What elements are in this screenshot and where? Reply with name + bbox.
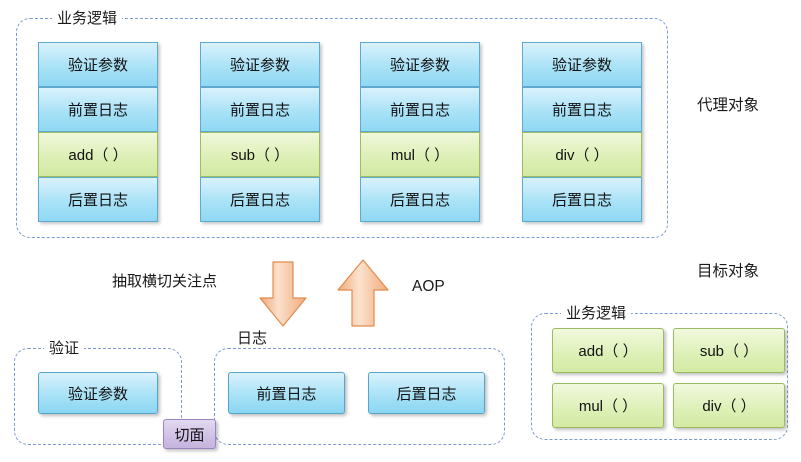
aspect-label-box[interactable]: 切面 — [163, 419, 216, 449]
target-business-logic-group — [531, 313, 788, 440]
cell-before-log[interactable]: 前置日志 — [522, 87, 642, 132]
target-method-mul[interactable]: mul（ ） — [552, 383, 664, 428]
log-aspect-group — [214, 348, 505, 445]
cell-method[interactable]: sub（ ） — [200, 132, 320, 177]
cell-method[interactable]: mul（ ） — [360, 132, 480, 177]
cell-method[interactable]: add（ ） — [38, 132, 158, 177]
target-object-title: 目标对象 — [697, 263, 760, 280]
target-method-add[interactable]: add（ ） — [552, 328, 664, 373]
proxy-column-add: 验证参数 前置日志 add（ ） 后置日志 — [38, 42, 158, 222]
cell-before-log[interactable]: 前置日志 — [38, 87, 158, 132]
proxy-object-title: 代理对象 — [697, 97, 760, 114]
cell-before-log[interactable]: 前置日志 — [200, 87, 320, 132]
target-method-sub[interactable]: sub（ ） — [673, 328, 785, 373]
proxy-column-mul: 验证参数 前置日志 mul（ ） 后置日志 — [360, 42, 480, 222]
cell-validate-params[interactable]: 验证参数 — [200, 42, 320, 87]
aop-label: AOP — [412, 278, 445, 295]
cell-after-log[interactable]: 后置日志 — [38, 177, 158, 222]
proxy-column-sub: 验证参数 前置日志 sub（ ） 后置日志 — [200, 42, 320, 222]
cell-after-log[interactable]: 后置日志 — [200, 177, 320, 222]
target-method-div[interactable]: div（ ） — [673, 383, 785, 428]
cell-validate-params[interactable]: 验证参数 — [38, 42, 158, 87]
validate-group-caption: 验证 — [44, 340, 85, 357]
cell-before-log[interactable]: 前置日志 — [360, 87, 480, 132]
target-group-caption: 业务逻辑 — [561, 305, 632, 322]
cell-validate-params[interactable]: 验证参数 — [522, 42, 642, 87]
proxy-group-caption: 业务逻辑 — [52, 10, 123, 27]
aspect-box-after-log[interactable]: 后置日志 — [368, 372, 485, 414]
cell-validate-params[interactable]: 验证参数 — [360, 42, 480, 87]
proxy-business-logic-group — [16, 18, 668, 238]
log-group-caption: 日志 — [232, 330, 273, 347]
proxy-column-div: 验证参数 前置日志 div（ ） 后置日志 — [522, 42, 642, 222]
arrow-up-icon — [336, 259, 392, 329]
aspect-box-before-log[interactable]: 前置日志 — [228, 372, 345, 414]
cell-after-log[interactable]: 后置日志 — [522, 177, 642, 222]
cell-method[interactable]: div（ ） — [522, 132, 642, 177]
aspect-box-validate-params[interactable]: 验证参数 — [38, 372, 158, 414]
arrow-down-icon — [258, 261, 310, 329]
validate-aspect-group — [14, 348, 182, 445]
extract-crosscutting-label: 抽取横切关注点 — [112, 273, 218, 290]
cell-after-log[interactable]: 后置日志 — [360, 177, 480, 222]
